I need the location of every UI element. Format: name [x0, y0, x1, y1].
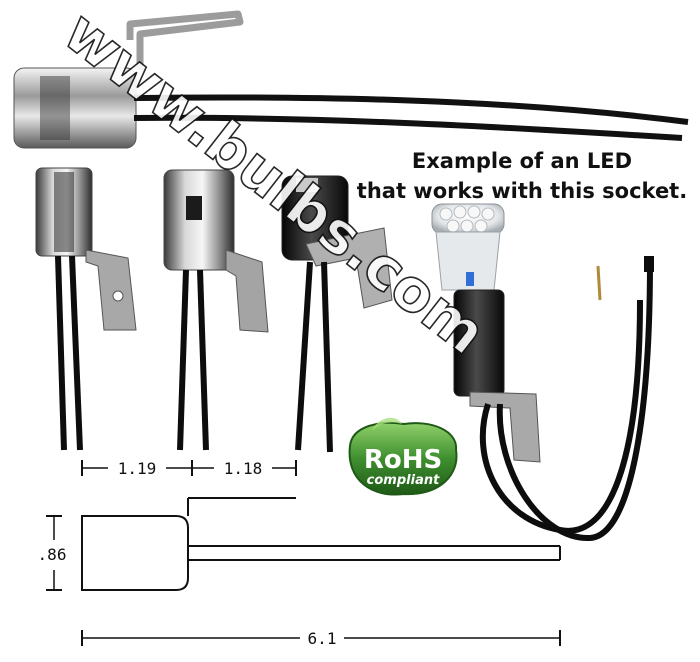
socket-outline-drawing: [81, 497, 561, 591]
socket-horizontal: [13, 10, 689, 149]
caption-line-2: that works with this socket.: [356, 179, 688, 203]
rohs-compliant-badge: RoHS compliant: [348, 417, 458, 496]
caption-line-1: Example of an LED: [411, 149, 633, 173]
rohs-title: RoHS: [364, 445, 442, 475]
led-lamp-example: [431, 203, 654, 542]
spacing-dimension: 1.19 1.18: [81, 459, 297, 478]
socket-side-view: [281, 175, 393, 453]
dimension-spacing-1: 1.19: [118, 459, 157, 478]
length-dimension: 6.1: [81, 629, 561, 648]
dimension-length: 6.1: [308, 629, 337, 648]
led-caption: Example of an LED that works with this s…: [352, 146, 692, 206]
dimension-spacing-2: 1.18: [224, 459, 263, 478]
dimension-height: .86: [38, 545, 67, 564]
socket-angled-view: [163, 169, 269, 451]
rohs-subtitle: compliant: [367, 473, 440, 488]
height-dimension: .86: [38, 515, 67, 591]
socket-front-view: [35, 167, 137, 451]
